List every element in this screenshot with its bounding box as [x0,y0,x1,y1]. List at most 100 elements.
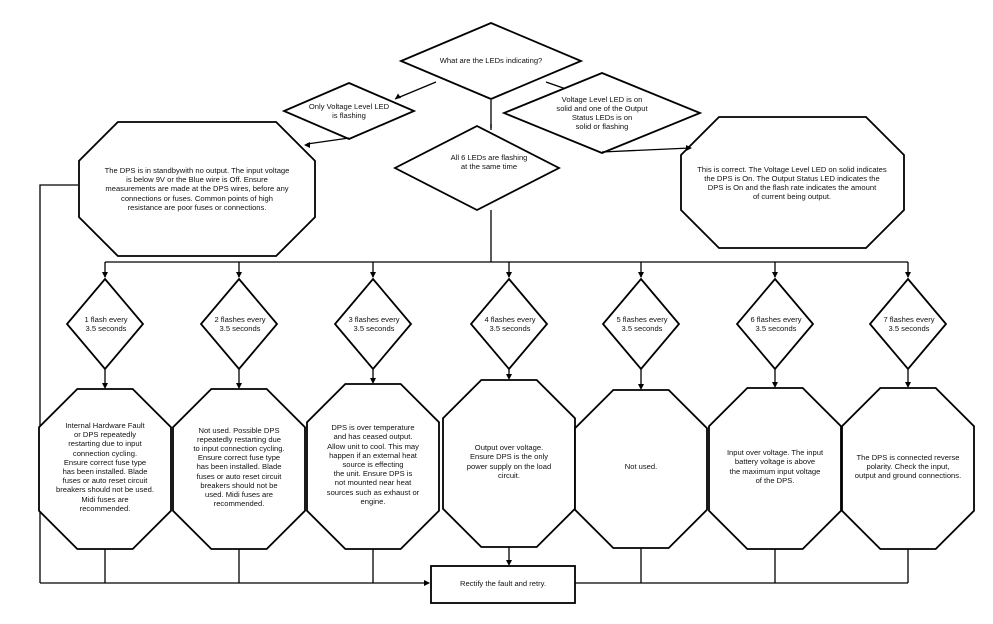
arrowhead [236,383,242,389]
result-text-7-line: output and ground connections. [854,471,962,481]
arrowhead [102,383,108,389]
result-text-3-line: engine. [360,496,386,506]
result-text-7-line: The DPS is connected reverse [856,452,960,462]
result-text-2-line: to input connection cycling. [193,444,285,453]
connector-only-voltage-to-standby [306,137,350,145]
result-text-3-line: sources such as exhaust or [326,487,420,497]
correct-text-line: the DPS is On. The Output Status LED ind… [704,173,880,183]
result-octagon-2 [172,388,306,550]
only-voltage-text-line: Only Voltage Level LED [308,101,390,111]
result-text-5-line: Not used. [624,462,658,472]
flash-text-2-line: 2 flashes every [214,314,266,324]
flash-text-1-line: 3.5 seconds [85,324,127,333]
result-octagon-1 [38,388,172,550]
result-text-1-line: Internal Hardware Fault [65,421,145,430]
flash-text-6-line: 3.5 seconds [755,324,797,333]
flash-text-7-line: 7 flashes every [883,314,935,324]
result-text-3-line: not mounted near heat [334,478,412,488]
result-text-6-line: of the DPS. [755,475,795,485]
question-text: What are the LEDs indicating? [416,56,566,65]
result-text-2-line: Ensure correct fuse type [197,453,281,463]
result-octagon-4 [442,379,576,548]
voltage-solid-text-line: solid and one of the Output [556,103,648,113]
voltage-solid-text-line: Voltage Level LED is on [561,94,643,104]
result-text-1-line: has been installed. Blade [62,467,148,477]
standby-text-line: connections or fuses. Common points of h… [121,193,273,203]
connector-question-left [394,81,437,100]
result-text-2-line: fuses or auto reset circuit [196,471,282,481]
result-text-2-line: repeatedly restarting due [196,434,281,444]
flash-text-3-line: 3.5 seconds [353,324,395,333]
result-text-1-line: restarting due to input [68,439,142,449]
arrowhead [772,382,778,388]
question-text-line: What are the LEDs indicating? [439,56,543,66]
all-six-diamond [393,124,561,212]
arrowhead [395,93,401,99]
result-text-6-line: the maximum input voltage [729,466,821,476]
arrowhead [686,145,692,151]
result-text-3-line: Allow unit to cool. This may [327,441,419,451]
correct-octagon [680,116,905,249]
flash-text-4-line: 4 flashes every [484,314,536,324]
only-voltage-diamond [281,82,417,140]
correct-text-line: DPS is On and the flash rate indicates t… [707,183,877,192]
result-text-1-line: breakers should not be used. [56,485,154,495]
result-text-2-line: recommended. [213,499,265,509]
result-text-3-line: and has ceased output. [333,432,413,442]
all-six-text-line: All 6 LEDs are flashing [450,152,528,162]
result-text-4: Output over voltage.Ensure DPS is the on… [447,443,571,480]
flash-text-3-line: 3 flashes every [348,314,400,324]
arrowhead [905,272,911,278]
result-text-2-line: Not used. Possible DPS [198,425,280,435]
flash-text-1-line: 1 flash every [84,314,128,324]
question-diamond [398,22,584,100]
flash-text-7-line: 3.5 seconds [888,324,930,333]
rectify-arrowhead [424,580,430,586]
standby-text-line: The DPS is in standbywith no output. The… [104,166,290,175]
result-text-2-line: breakers should not be [200,480,278,490]
standby-text-line: is below 9V or the Blue wire is Off. Ens… [126,175,268,185]
correct-text-line: This is correct. The Voltage Level LED o… [697,164,887,174]
arrowhead [638,384,644,390]
only-voltage-text-line: is flashing [332,111,366,120]
result-text-5: Not used. [579,462,703,471]
result-text-1-line: or DPS repeatedly [73,430,137,440]
rectify-text-line: Rectify the fault and retry. [460,579,546,589]
result-text-1-line: Midi fuses are [81,494,129,504]
result-text-1-line: fuses or auto reset circuit [62,476,148,486]
result-text-4-line: Output over voltage. [474,443,544,453]
arrowhead [638,272,644,278]
arrowhead [772,272,778,278]
result-text-3-line: source is effecting [342,459,404,469]
arrowhead [506,560,512,566]
flash-text-4-line: 3.5 seconds [489,324,531,333]
arrowhead [506,374,512,380]
voltage-solid-text-line: solid or flashing [575,122,629,132]
flash-text-5-line: 3.5 seconds [621,324,663,333]
standby-text: The DPS is in standbywith no output. The… [82,166,312,212]
arrowhead [304,142,310,148]
result-text-1-line: connection cycling. [72,448,138,458]
result-text-3-line: happen if an external heat [329,450,417,460]
all-six-text-line: at the same time [460,162,518,171]
result-text-1-line: recommended. [79,503,131,513]
rectify-box [430,565,576,604]
correct-text-line: of current being output. [752,192,832,202]
result-text-2-line: used. Midi fuses are [205,490,273,500]
result-text-3-line: DPS is over temperature [331,423,415,433]
